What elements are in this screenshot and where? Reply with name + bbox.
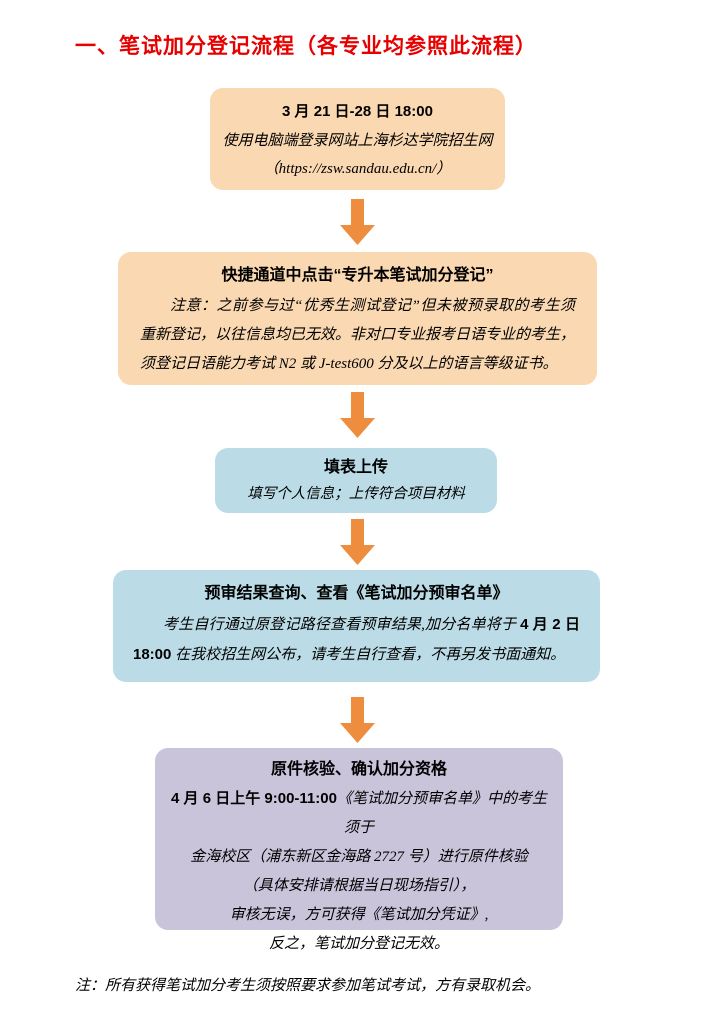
- down-arrow-icon: [337, 519, 377, 565]
- step1-instruction: 使用电脑端登录网站上海杉达学院招生网: [222, 133, 493, 149]
- flow-step-register-box: 快捷通道中点击“专升本笔试加分登记” 注意：之前参与过“优秀生测试登记”但未被预…: [118, 252, 597, 385]
- step5-line2: 金海校区（浦东新区金海路 2727 号）进行原件核验: [190, 849, 528, 865]
- step2-heading: 快捷通道中点击“专升本笔试加分登记”: [221, 267, 494, 284]
- step3-heading: 填表上传: [323, 459, 388, 476]
- step4-heading: 预审结果查询、查看《笔试加分预审名单》: [204, 585, 509, 602]
- step5-line3: （具体安排请根据当日现场指引），: [242, 878, 476, 894]
- down-arrow-icon: [337, 392, 377, 438]
- step5-line5: 反之，笔试加分登记无效。: [268, 936, 449, 952]
- flow-step-result-box: 预审结果查询、查看《笔试加分预审名单》 考生自行通过原登记路径查看预审结果,加分…: [113, 570, 600, 682]
- page-title: 一、笔试加分登记流程（各专业均参照此流程）: [75, 35, 537, 58]
- step4-note-prefix: 考生自行通过原登记路径查看预审结果,加分名单将于: [163, 617, 521, 633]
- flow-step-upload-box: 填表上传 填写个人信息；上传符合项目材料: [215, 448, 497, 513]
- step4-note-date: 4 月 2 日 18:00: [133, 616, 580, 663]
- step5-line1-rest: 《笔试加分预审名单》中的考生须于: [336, 791, 547, 836]
- step4-note-suffix: 在我校招生网公布，请考生自行查看，不再另发书面通知。: [171, 647, 566, 663]
- step1-url-text: （https://zsw.sandau.edu.cn/）: [263, 161, 452, 177]
- step1-date-heading: 3 月 21 日-28 日 18:00: [282, 103, 433, 120]
- down-arrow-icon: [337, 697, 377, 743]
- step2-note: 注意：之前参与过“优秀生测试登记”但未被预录取的考生须重新登记，以往信息均已无效…: [140, 298, 576, 372]
- flow-step-login-box: 3 月 21 日-28 日 18:00 使用电脑端登录网站上海杉达学院招生网 （…: [210, 88, 505, 190]
- step4-note: 考生自行通过原登记路径查看预审结果,加分名单将于 4 月 2 日 18:00 在…: [133, 610, 580, 670]
- footnote: 注：所有获得笔试加分考生须按照要求参加笔试考试，方有录取机会。: [75, 978, 541, 994]
- step5-heading: 原件核验、确认加分资格: [270, 761, 447, 778]
- step3-instruction: 填写个人信息；上传符合项目材料: [247, 486, 465, 502]
- flow-step-verify-box: 原件核验、确认加分资格 4 月 6 日上午 9:00-11:00《笔试加分预审名…: [155, 748, 563, 952]
- down-arrow-icon: [337, 199, 377, 245]
- step5-line1: 4 月 6 日上午 9:00-11:00《笔试加分预审名单》中的考生须于: [169, 784, 549, 843]
- step5-line4: 审核无误，方可获得《笔试加分凭证》,: [229, 907, 489, 923]
- step5-line1-time: 4 月 6 日上午 9:00-11:00: [171, 790, 337, 807]
